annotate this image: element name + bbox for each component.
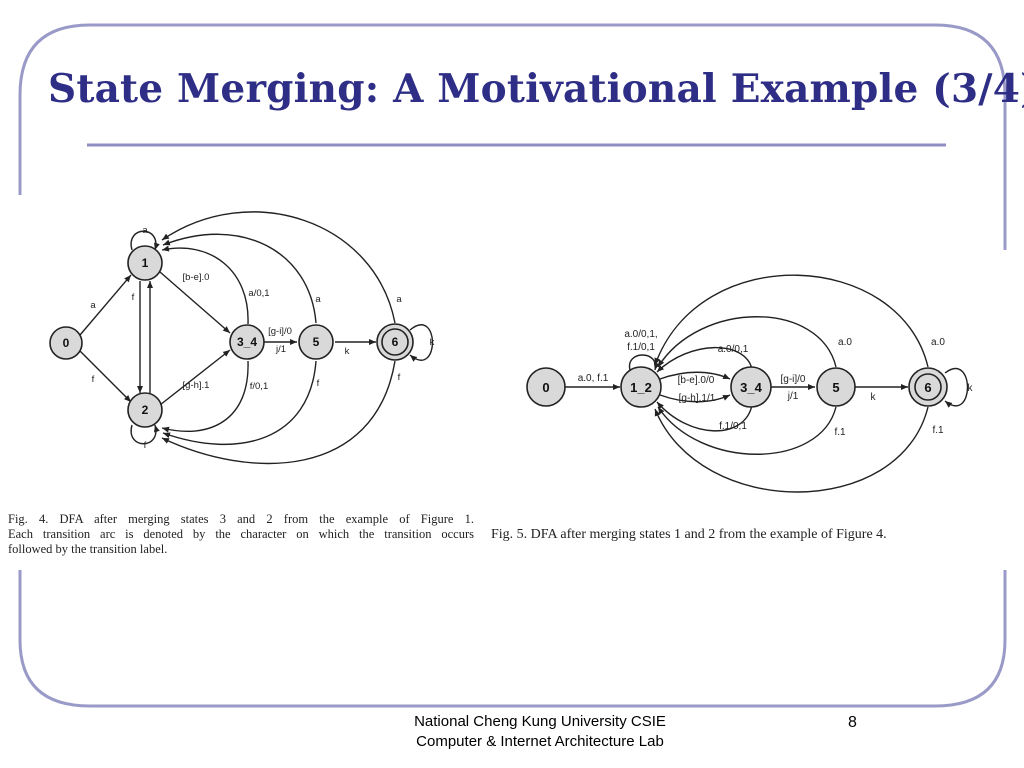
fig5-state-0: [526, 367, 566, 407]
fig4-label-1-2: f: [132, 292, 135, 303]
fig5-arc-5-12-a: [657, 316, 837, 368]
fig5-label-6-loop: k: [968, 383, 974, 394]
fig4-arc-6-1: [161, 211, 396, 324]
fig4-state-34-label: 3_4: [237, 335, 257, 349]
fig4-label-1-loop: a: [142, 225, 148, 236]
fig4-label-34-2: f/0,1: [250, 381, 269, 392]
fig4-label-6-loop: k: [430, 337, 435, 348]
fig5-state-5-label: 5: [832, 380, 839, 395]
fig5-loop-6: [944, 367, 969, 408]
fig4-caption-line-2: Each transition arc is denoted by the ch…: [8, 527, 474, 541]
fig5-label-34-5: [g-i]/0: [780, 374, 805, 385]
fig5-label-0-12: a.0, f.1: [578, 373, 609, 384]
fig4-label-5-2: f: [317, 378, 320, 389]
fig5-label-12-34-gh: [g-h].1/1: [679, 393, 716, 404]
fig4-label-0-1: a: [90, 300, 96, 311]
fig5-state-0-label: 0: [542, 380, 549, 395]
fig5-label-6-12-f: f.1: [932, 425, 944, 436]
fig4-edge-0-2: [79, 350, 132, 403]
fig5-arc-6-12-f: [654, 406, 929, 493]
fig4-arc-34-1: [161, 245, 249, 325]
fig5-label-12-loop-a: a.0/0,1,: [624, 329, 657, 340]
fig4-state-1-label: 1: [142, 256, 149, 270]
fig4-arc-5-2: [162, 360, 317, 445]
fig4-loop-1: [130, 230, 160, 251]
slide-footer: National Cheng Kung University CSIE Comp…: [300, 712, 780, 752]
slide-title: State Merging: A Motivational Example (3…: [48, 66, 1024, 112]
fig4-label-34-1: a/0,1: [248, 288, 269, 299]
fig5-state-12-label: 1_2: [630, 380, 652, 395]
fig5-arc-6-12-a: [654, 274, 929, 368]
frame-bottom-arc: [18, 570, 1007, 708]
fig5-label-5-12-f: f.1: [834, 427, 846, 438]
fig4-label-0-2: f: [92, 374, 95, 385]
fig4-label-6-2: f: [398, 372, 401, 383]
fig4-label-2-34: [g-h].1: [183, 380, 210, 391]
fig4-label-5-1: a: [315, 294, 321, 305]
fig4-state-34: [229, 324, 265, 360]
fig5-label-12-loop-f: f.1/0,1: [627, 342, 655, 353]
fig5-label-34-5b: j/1: [787, 391, 799, 402]
fig4-state-0-label: 0: [63, 336, 70, 350]
fig5-label-5-12-a: a.0: [838, 337, 852, 348]
fig5-label-5-6: k: [871, 392, 877, 403]
fig4-state-5-label: 5: [313, 335, 320, 349]
fig4-state-1: [127, 245, 163, 281]
fig5-arc-34-12-f: [656, 401, 753, 432]
fig4-arc-5-1: [162, 233, 317, 324]
fig4-state-0: [49, 326, 83, 360]
fig4-arc-6-2: [161, 360, 396, 465]
fig5-edge-12-34-gh: [659, 394, 731, 403]
fig5-edge-12-34-be: [659, 371, 731, 380]
fig4-caption-line-3: followed by the transition label.: [8, 542, 168, 556]
frame-top-arc: [18, 23, 1007, 250]
fig4-edge-2-34: [159, 349, 231, 406]
fig4-label-34-5b: j/1: [275, 344, 286, 355]
fig5-label-34-12-f: f.1/0,1: [719, 421, 747, 432]
fig5-state-34: [730, 366, 772, 408]
fig4-loop-2: [130, 424, 160, 445]
footer-line-1: National Cheng Kung University CSIE: [414, 713, 666, 730]
fig4-label-34-5: [g-i]/0: [268, 326, 292, 337]
fig5-state-12: [620, 366, 662, 408]
fig5-arc-34-12-a: [656, 346, 753, 373]
fig4-state-6-inner: [381, 328, 409, 356]
fig4-state-2-label: 2: [142, 403, 149, 417]
fig5-state-6-inner: [914, 373, 942, 401]
fig5-label-6-12-a: a.0: [931, 337, 945, 348]
fig5-state-6-label: 6: [924, 380, 931, 395]
fig4-state-6-label: 6: [392, 335, 399, 349]
fig4-label-5-6: k: [345, 346, 350, 357]
fig4-state-5: [298, 324, 334, 360]
fig4-edge-1-34: [159, 271, 231, 334]
fig4-loop-6: [409, 324, 434, 362]
fig5-caption: Fig. 5. DFA after merging states 1 and 2…: [491, 527, 887, 542]
fig4-caption-line-1: Fig. 4. DFA after merging states 3 and 2…: [8, 512, 474, 526]
fig5-state-5: [816, 367, 856, 407]
fig4-state-2: [127, 392, 163, 428]
page-number: 8: [848, 714, 857, 731]
fig4-caption: Fig. 4. DFA after merging states 3 and 2…: [8, 512, 474, 557]
fig4-label-1-34: [b-e].0: [183, 272, 210, 283]
fig4-edge-0-1: [79, 274, 132, 336]
fig5-label-12-34-be: [b-e].0/0: [678, 375, 715, 386]
fig4-arc-34-2: [161, 360, 249, 433]
fig5-state-34-label: 3_4: [740, 380, 762, 395]
fig5-arc-5-12-f: [657, 406, 837, 455]
footer-line-2: Computer & Internet Architecture Lab: [416, 733, 664, 750]
fig4-label-2-loop: f: [144, 440, 147, 451]
fig5-label-34-12-a: a.0/0,1: [718, 344, 749, 355]
fig4-label-6-1: a: [396, 294, 402, 305]
